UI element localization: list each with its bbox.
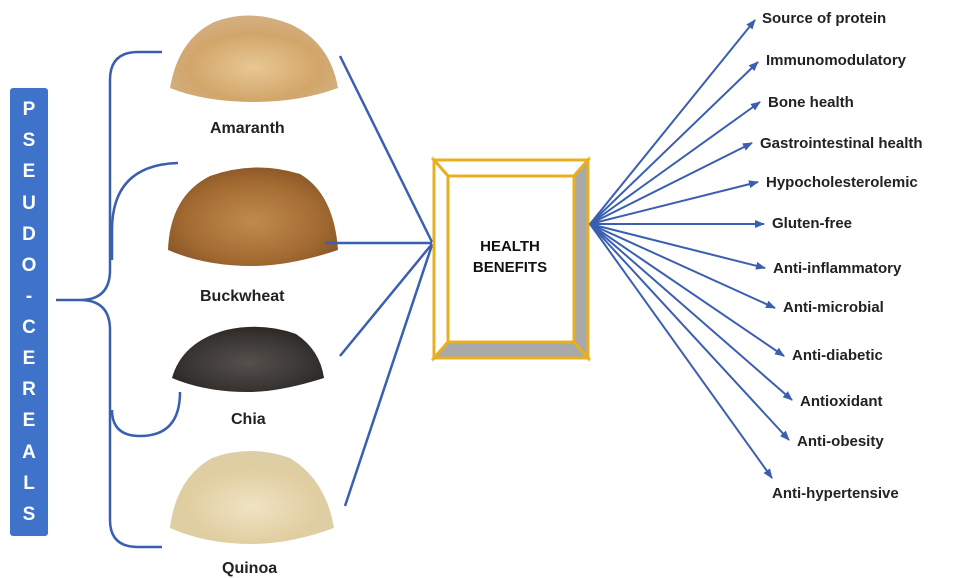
benefit-arrow <box>590 62 758 224</box>
benefit-arrow <box>590 143 752 224</box>
category-letter: A <box>22 443 36 462</box>
benefit-label: Anti-microbial <box>783 299 884 316</box>
benefit-label: Bone health <box>768 94 854 111</box>
grain-piles <box>168 15 338 544</box>
benefit-label: Hypocholesterolemic <box>766 174 918 191</box>
center-line-2: BENEFITS <box>455 257 565 278</box>
category-letter: S <box>23 505 36 524</box>
benefit-label: Gluten-free <box>772 215 852 232</box>
bracket-main <box>56 52 162 547</box>
chia-pile <box>172 327 324 392</box>
center-line-1: HEALTH <box>455 236 565 257</box>
benefit-label: Anti-obesity <box>797 433 884 450</box>
bracket-chia <box>112 392 180 436</box>
category-letter: S <box>23 131 36 150</box>
buckwheat-pile <box>168 167 338 266</box>
category-letter: C <box>22 318 36 337</box>
bracket-buckwheat <box>112 163 178 260</box>
benefit-arrow <box>590 224 775 308</box>
amaranth-pile <box>170 15 338 102</box>
benefit-label: Anti-inflammatory <box>773 260 901 277</box>
grain-label-chia: Chia <box>231 411 266 429</box>
category-letter: P <box>23 100 36 119</box>
benefit-label: Immunomodulatory <box>766 52 906 69</box>
benefit-arrows <box>590 20 792 478</box>
benefit-label: Antioxidant <box>800 393 883 410</box>
grain-label-quinoa: Quinoa <box>222 560 277 578</box>
benefit-label: Gastrointestinal health <box>760 135 923 152</box>
benefit-arrow <box>590 224 784 356</box>
grain-to-center-lines <box>325 56 432 506</box>
category-letter: E <box>23 162 36 181</box>
benefit-label: Anti-hypertensive <box>772 485 899 502</box>
benefit-arrow <box>590 224 789 440</box>
category-letter: - <box>26 287 32 306</box>
category-letter: E <box>23 411 36 430</box>
benefit-arrow <box>590 182 758 224</box>
category-letter: L <box>23 474 35 493</box>
category-letter: O <box>22 256 37 275</box>
benefit-label: Anti-diabetic <box>792 347 883 364</box>
category-letter: D <box>22 225 36 244</box>
category-letter: U <box>22 194 36 213</box>
category-letter: E <box>23 349 36 368</box>
grain-brackets <box>56 52 180 547</box>
grain-label-buckwheat: Buckwheat <box>200 288 284 306</box>
category-letter: R <box>22 380 36 399</box>
benefit-arrow <box>590 20 755 224</box>
grain-label-amaranth: Amaranth <box>210 120 285 138</box>
pseudo-cereals-bar: P S E U D O - C E R E A L S <box>10 88 48 536</box>
benefit-label: Source of protein <box>762 10 886 27</box>
health-benefits-title: HEALTH BENEFITS <box>455 236 565 278</box>
quinoa-pile <box>170 451 334 544</box>
